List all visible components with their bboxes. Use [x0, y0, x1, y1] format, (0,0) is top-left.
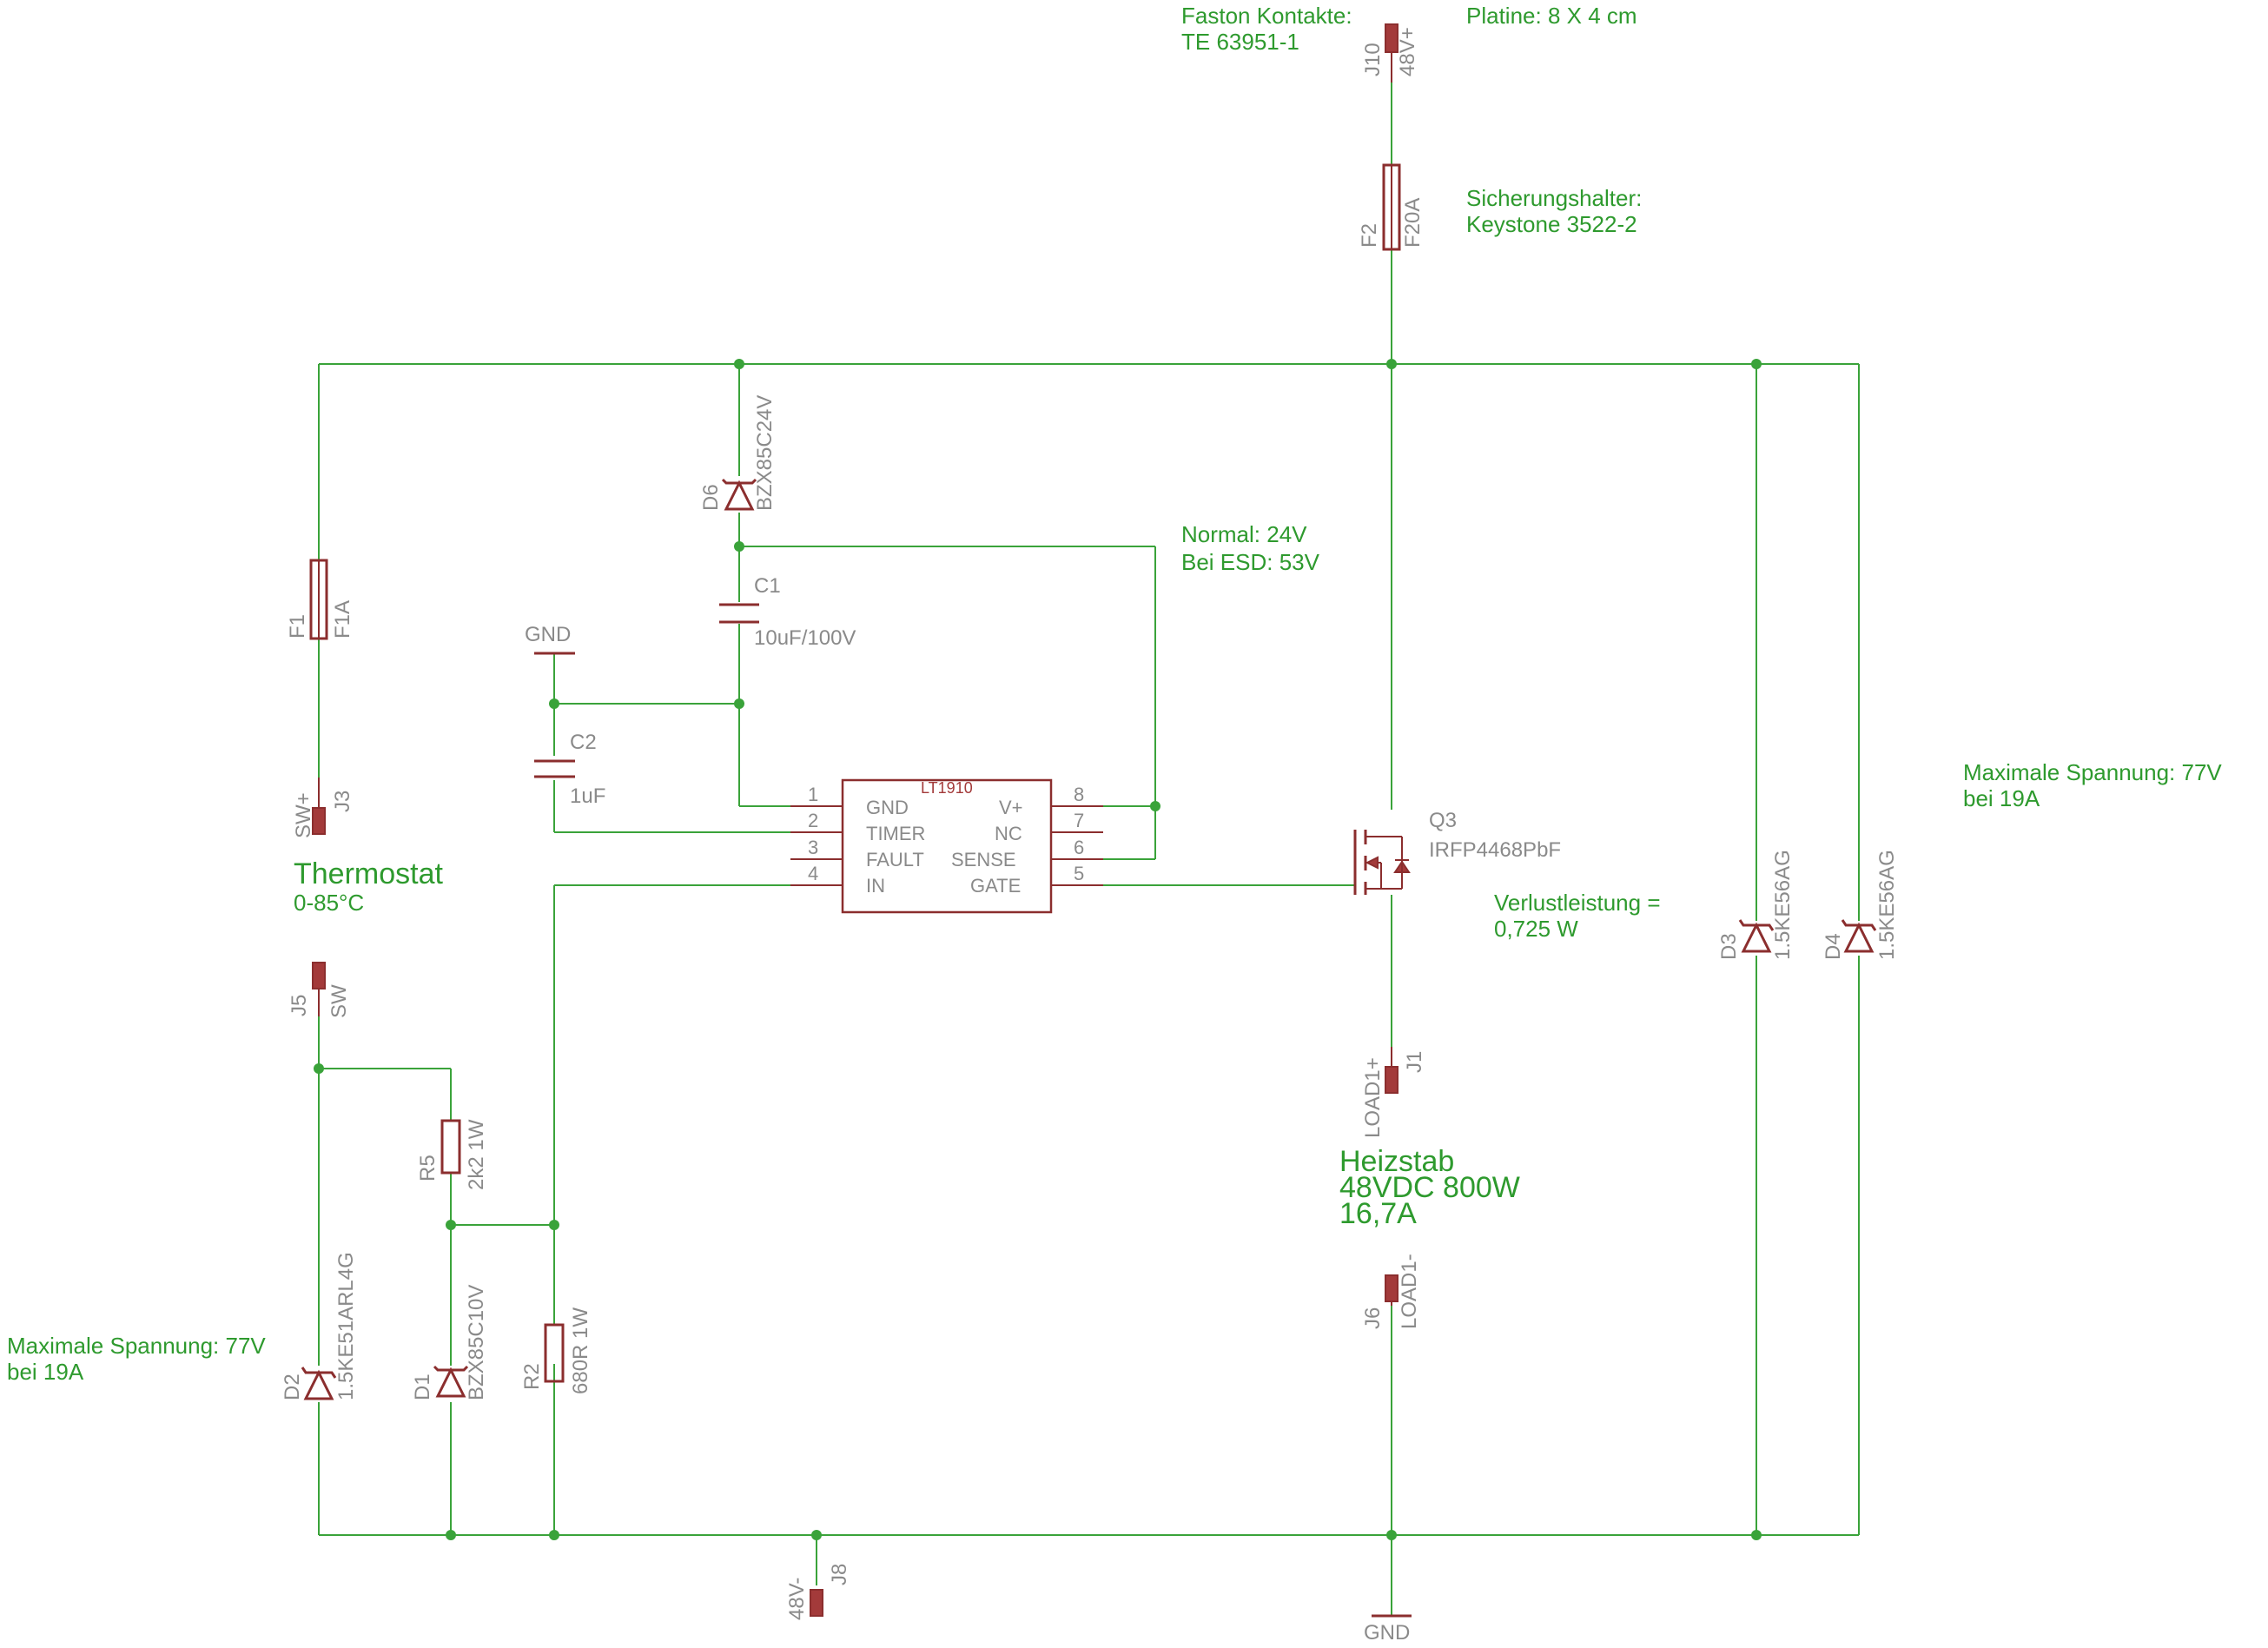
note-heizstab-1: Heizstab: [1339, 1145, 1454, 1178]
r2-value: 680R 1W: [569, 1307, 592, 1394]
d6-value: BZX85C24V: [753, 395, 777, 511]
c2-ref: C2: [570, 731, 597, 754]
j6-connector: J6 LOAD1-: [1361, 1254, 1421, 1329]
j1-value: LOAD1+: [1361, 1057, 1385, 1138]
u1-pin4-name: IN: [866, 875, 885, 897]
u1-pin1-name: GND: [866, 797, 909, 818]
u1-pin4-num: 4: [808, 863, 818, 884]
note-heizstab-2: 48VDC 800W: [1339, 1171, 1520, 1204]
note-faston-2: TE 63951-1: [1181, 29, 1299, 55]
d2-tvs: D2 1.5KE51ARL4G: [281, 1252, 358, 1400]
j5-value: SW: [327, 984, 351, 1018]
j6-ref: J6: [1361, 1307, 1385, 1329]
note-sich-1: Sicherungshalter:: [1466, 185, 1642, 211]
j3-ref: J3: [331, 791, 354, 812]
r2-resistor: R2 680R 1W: [520, 1307, 592, 1394]
c1-ref: C1: [754, 574, 781, 598]
c2-value: 1uF: [570, 784, 605, 808]
q3-ref: Q3: [1429, 809, 1457, 832]
u1-pin8-num: 8: [1074, 784, 1084, 805]
q3-value: IRFP4468PbF: [1429, 838, 1561, 862]
note-maxspan-right-2: bei 19A: [1963, 785, 2040, 811]
note-maxspan-left-1: Maximale Spannung: 77V: [7, 1333, 266, 1359]
d4-tvs: D4 1.5KE56AG: [1822, 850, 1899, 960]
gnd-top-symbol: GND: [525, 623, 575, 655]
u1-pin3-num: 3: [808, 837, 818, 858]
d1-ref: D1: [411, 1373, 434, 1400]
u1-pin3-name: FAULT: [866, 849, 924, 870]
d4-value: 1.5KE56AG: [1875, 850, 1899, 960]
wires: [318, 83, 1860, 1616]
note-faston-1: Faston Kontakte:: [1181, 3, 1352, 29]
j10-value: 48V+: [1396, 27, 1419, 76]
d1-zener: D1 BZX85C10V: [411, 1285, 488, 1400]
note-normal-2: Bei ESD: 53V: [1181, 549, 1320, 575]
u1-pin6-num: 6: [1074, 837, 1084, 858]
f1-value: F1A: [331, 600, 354, 639]
r2-ref: R2: [520, 1363, 544, 1390]
f2-value: F20A: [1401, 198, 1425, 248]
gnd-bottom-symbol: GND: [1364, 1614, 1412, 1645]
j1-ref: J1: [1403, 1051, 1426, 1073]
j10-ref: J10: [1361, 43, 1385, 76]
note-heizstab-3: 16,7A: [1339, 1197, 1417, 1230]
u1-pin7-name: NC: [995, 823, 1022, 844]
annotations: Faston Kontakte: TE 63951-1 Platine: 8 X…: [7, 3, 2222, 1385]
c1-value: 10uF/100V: [754, 626, 856, 650]
note-sich-2: Keystone 3522-2: [1466, 211, 1637, 237]
j8-value: 48V-: [785, 1578, 809, 1620]
c1-capacitor: C1 10uF/100V: [719, 574, 856, 650]
note-normal-1: Normal: 24V: [1181, 521, 1307, 547]
f2-fuse: F2 F20A: [1358, 163, 1425, 251]
u1-pin5-num: 5: [1074, 863, 1084, 884]
r5-value: 2k2 1W: [465, 1119, 488, 1190]
u1-pin2-num: 2: [808, 810, 818, 831]
j5-connector: J5 SW: [288, 962, 351, 1018]
u1-pin2-name: TIMER: [866, 823, 925, 844]
q3-mosfet: Q3 IRFP4468PbF: [1353, 809, 1561, 895]
lt1910-ic: LT1910 1 2 3 4 GND TIMER FAULT IN 8 7 6 …: [790, 778, 1103, 914]
note-maxspan-right-1: Maximale Spannung: 77V: [1963, 759, 2222, 785]
j3-connector: SW+ J3: [292, 778, 354, 838]
d4-ref: D4: [1822, 933, 1845, 960]
note-platine: Platine: 8 X 4 cm: [1466, 3, 1637, 29]
d3-ref: D3: [1717, 933, 1741, 960]
r5-resistor: R5 2k2 1W: [416, 1119, 488, 1190]
f1-fuse: F1 F1A: [286, 559, 354, 640]
d3-value: 1.5KE56AG: [1771, 850, 1795, 960]
d2-ref: D2: [281, 1373, 304, 1400]
u1-pin6-name: SENSE: [951, 849, 1016, 870]
u1-pin5-name: GATE: [970, 875, 1021, 897]
u1-pin1-num: 1: [808, 784, 818, 805]
u1-name: LT1910: [921, 779, 973, 797]
d6-ref: D6: [699, 484, 723, 511]
j6-value: LOAD1-: [1398, 1254, 1421, 1329]
j10-connector: J10 48V+: [1361, 23, 1419, 83]
note-verlust-2: 0,725 W: [1494, 916, 1578, 942]
c2-capacitor: C2 1uF: [534, 731, 605, 808]
gnd-bottom-label: GND: [1364, 1621, 1410, 1645]
j1-connector: LOAD1+ J1: [1361, 1047, 1426, 1138]
junctions: [314, 359, 1762, 1540]
d1-value: BZX85C10V: [465, 1285, 488, 1400]
u1-pin7-num: 7: [1074, 810, 1084, 831]
j3-value: SW+: [292, 792, 315, 838]
note-thermostat-1: Thermostat: [294, 857, 443, 890]
j8-connector: 48V- J8: [785, 1564, 851, 1620]
note-thermostat-2: 0-85°C: [294, 890, 364, 916]
d6-zener: D6 BZX85C24V: [699, 395, 777, 511]
j5-ref: J5: [288, 995, 311, 1016]
j8-ref: J8: [828, 1564, 851, 1585]
u1-pin8-name: V+: [999, 797, 1023, 818]
f1-ref: F1: [286, 614, 309, 639]
note-maxspan-left-2: bei 19A: [7, 1359, 84, 1385]
gnd-top-label: GND: [525, 623, 571, 646]
d2-value: 1.5KE51ARL4G: [334, 1252, 358, 1400]
d3-tvs: D3 1.5KE56AG: [1717, 850, 1795, 960]
r5-ref: R5: [416, 1155, 440, 1181]
note-verlust-1: Verlustleistung =: [1494, 890, 1661, 916]
f2-ref: F2: [1358, 223, 1381, 248]
